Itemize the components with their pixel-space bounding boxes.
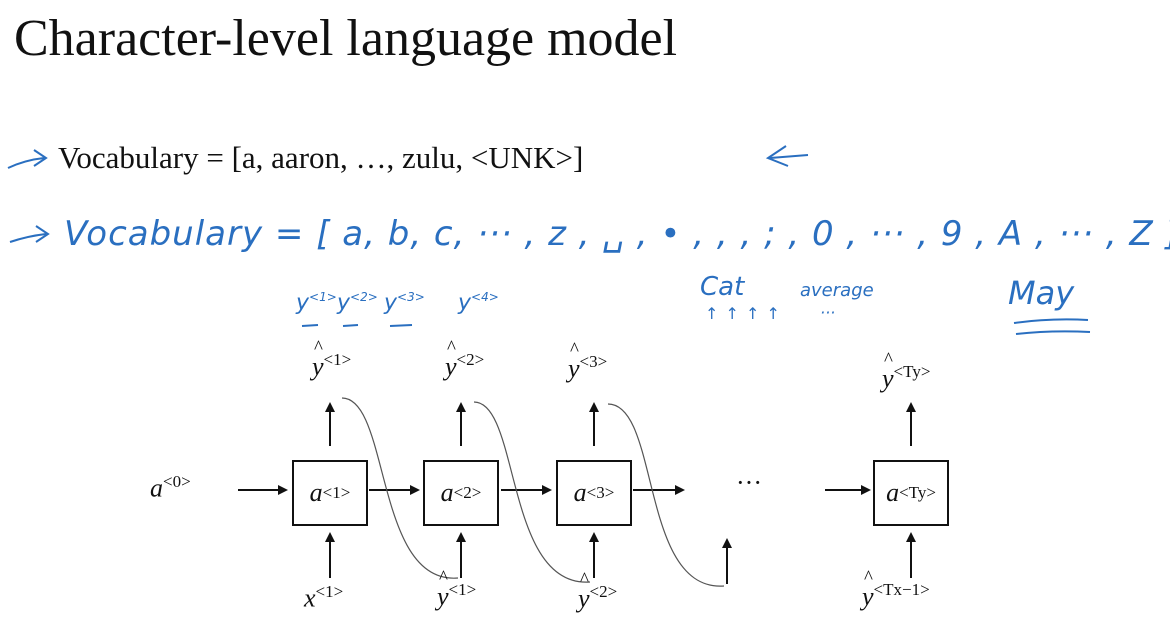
- handwritten-back-arrow-head: [765, 145, 789, 167]
- handwritten-underline-3: [389, 324, 413, 327]
- input-label-3: y<2>: [578, 569, 617, 614]
- handwritten-arrows: ↑ ↑ ↑ ↑: [705, 304, 781, 323]
- input-label-T: y<Tx−1>: [862, 567, 930, 612]
- handwritten-char-vocabulary: Vocabulary = [ a, b, c, ··· , z , ␣ , • …: [64, 214, 1170, 254]
- handwritten-arrow-line2: [9, 233, 47, 243]
- output-label-2: y<2>: [445, 337, 484, 382]
- handwritten-may: May: [1008, 274, 1075, 312]
- rnn-cell-1: a<1>: [292, 460, 368, 526]
- handwritten-cat: Cat: [700, 272, 745, 302]
- output-label-1: y<1>: [312, 337, 351, 382]
- handwritten-dots: ···: [820, 303, 836, 322]
- handwritten-y3: y<3>: [384, 290, 425, 316]
- rnn-cell-3: a<3>: [556, 460, 632, 526]
- handwritten-average: average: [800, 280, 874, 301]
- output-label-T: y<Ty>: [882, 349, 930, 394]
- handwritten-arrow-line1-head: [33, 149, 48, 167]
- rnn-cell-2: a<2>: [423, 460, 499, 526]
- feedback-curve-1: [341, 397, 459, 579]
- input-label-1: x<1>: [304, 582, 344, 613]
- output-label-3: y<3>: [568, 339, 607, 384]
- page-title: Character-level language model: [14, 10, 678, 67]
- ellipsis: ···: [736, 468, 762, 497]
- handwritten-underline-2: [342, 324, 359, 327]
- handwritten-underline-may-2: [1015, 330, 1091, 335]
- handwritten-underline-may-1: [1013, 318, 1089, 324]
- feedback-curve-2: [473, 401, 591, 583]
- handwritten-back-arrow: [769, 154, 809, 159]
- input-label-2: y<1>: [437, 567, 476, 612]
- handwritten-arrow-line2-head: [35, 225, 50, 243]
- handwritten-arrow-line1: [7, 157, 45, 169]
- word-vocabulary-line: Vocabulary = [a, aaron, …, zulu, <UNK>]: [58, 140, 584, 175]
- handwritten-underline-1: [301, 324, 319, 327]
- feedback-curve-3: [607, 403, 725, 587]
- a0-label: a<0>: [150, 472, 191, 503]
- handwritten-y4: y<4>: [458, 290, 499, 316]
- rnn-cell-T: a<Ty>: [873, 460, 949, 526]
- handwritten-y2: y<2>: [337, 290, 378, 316]
- handwritten-y1: y<1>: [296, 290, 337, 316]
